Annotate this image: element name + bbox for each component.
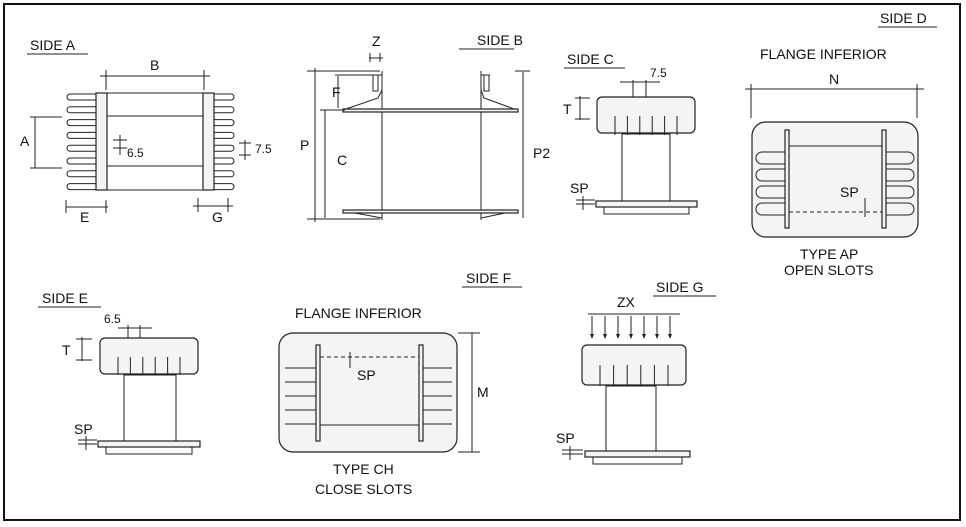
arrow-head [668, 334, 672, 339]
dim-sp-label: SP [74, 421, 93, 437]
dim-g-label: G [212, 209, 223, 225]
arrow-head [590, 334, 594, 339]
dim-6-5-label: 6.5 [104, 312, 121, 326]
fin [214, 119, 235, 127]
dim-p2-label: P2 [533, 145, 550, 161]
arrow-head [642, 334, 646, 339]
open-slots-label: OPEN SLOTS [784, 262, 873, 278]
fin [214, 106, 235, 114]
side-f-heading: FLANGE INFERIOR [295, 305, 422, 321]
fin [66, 183, 96, 191]
side-g-title: SIDE G [656, 279, 703, 295]
dim-z-label: Z [372, 33, 381, 49]
dim-sp-label: SP [556, 430, 575, 446]
dim-t-label: T [62, 342, 71, 358]
side-f-view: SIDE F FLANGE INFERIOR SP M TYPE CH CLOS… [278, 270, 522, 497]
arrow-head [655, 334, 659, 339]
fin [66, 131, 96, 139]
slot [886, 151, 915, 165]
dim-n-label: N [829, 71, 839, 87]
dim-p-label: P [300, 137, 309, 153]
slot [755, 168, 785, 182]
side-d-view: SIDE D FLANGE INFERIOR N SP TYPE AP OPEN… [745, 10, 937, 278]
dim-e-label: E [80, 209, 89, 225]
fin [66, 106, 96, 114]
slot [886, 185, 915, 199]
side-d-heading: FLANGE INFERIOR [760, 46, 887, 62]
arrow-head [603, 334, 607, 339]
dim-m-label: M [477, 384, 489, 400]
dim-sp-label: SP [570, 180, 589, 196]
fin [66, 144, 96, 152]
slot [755, 185, 785, 199]
side-e-view: SIDE E 6.5 T SP [38, 290, 201, 455]
side-d-title: SIDE D [880, 10, 927, 26]
side-g-view: SIDE G ZX SP [556, 279, 716, 465]
fin [214, 183, 235, 191]
dim-t-label: T [563, 101, 572, 117]
fin [66, 93, 96, 101]
dim-7-5-label: 7.5 [650, 66, 667, 80]
side-b-view: SIDE B Z P F C P2 [300, 32, 550, 222]
fin [66, 119, 96, 127]
dim-6-5-label: 6.5 [127, 146, 144, 160]
arrow-head [616, 334, 620, 339]
dim-a-label: A [20, 133, 30, 149]
slot [886, 202, 915, 216]
fin [66, 157, 96, 165]
dim-sp-label: SP [840, 184, 859, 200]
dim-sp-label: SP [357, 367, 376, 383]
slot [755, 151, 785, 165]
dim-b-label: B [150, 57, 159, 73]
arrow-head [629, 334, 633, 339]
fin [214, 170, 235, 178]
type-ch-label: TYPE CH [333, 461, 394, 477]
fin [214, 157, 235, 165]
fin [214, 93, 235, 101]
side-a-view: SIDE A B A 6.5 7.5 E G [20, 37, 272, 225]
dim-c-label: C [337, 152, 347, 168]
sheet-border [3, 3, 961, 521]
dim-7-5-label: 7.5 [255, 142, 272, 156]
side-e-title: SIDE E [42, 290, 88, 306]
side-c-view: SIDE C 7.5 T SP [563, 51, 698, 215]
side-b-title: SIDE B [477, 32, 523, 48]
side-f-title: SIDE F [466, 270, 511, 286]
slot [755, 202, 785, 216]
dim-zx-label: ZX [617, 294, 636, 310]
fin [214, 144, 235, 152]
type-ap-label: TYPE AP [800, 246, 858, 262]
fin [66, 170, 96, 178]
side-a-title: SIDE A [30, 37, 76, 53]
slot [886, 168, 915, 182]
dim-f-label: F [332, 84, 341, 100]
side-c-title: SIDE C [567, 51, 614, 67]
close-slots-label: CLOSE SLOTS [315, 481, 412, 497]
fin [214, 131, 235, 139]
